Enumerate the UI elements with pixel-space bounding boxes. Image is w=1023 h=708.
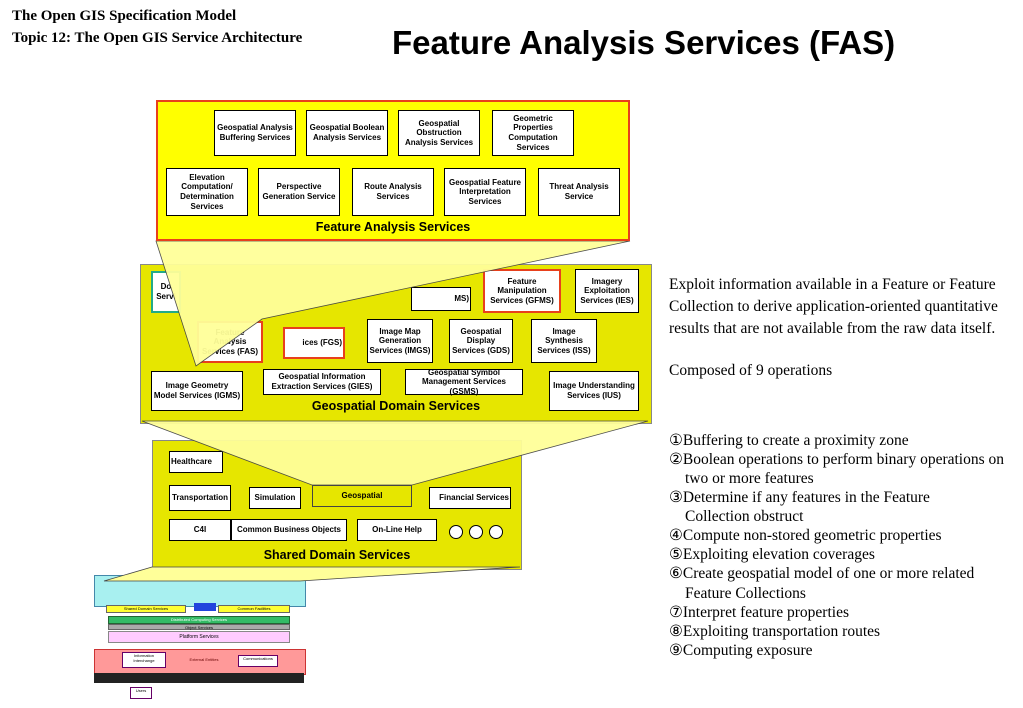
fas-panel-label: Feature Analysis Services [315,220,471,234]
imgs-box: Image Map Generation Services (IMGS) [367,319,433,363]
mini-users: Users [130,687,152,699]
cbo-box: Common Business Objects [231,519,347,541]
composed-text: Composed of 9 operations [669,362,833,379]
mini-external: External Entities [189,657,219,662]
fas-obstruction-box: Geospatial Obstruction Analysis Services [398,110,480,156]
fas-threat-box: Threat Analysis Service [538,168,620,216]
circle-3 [489,525,503,539]
igms-box: Image Geometry Model Services (IGMS) [151,371,243,411]
c4i-box: C4I [169,519,231,541]
connector-shapes [103,240,649,582]
mini-common: Common Facilities [218,605,290,613]
fas-geometric-box: Geometric Properties Computation Service… [492,110,574,156]
geospatial-domain-label: Geospatial Domain Services [311,399,481,413]
operation-item: ①Buffering to create a proximity zone [669,432,909,449]
geospatial-box: Geospatial [312,485,412,507]
transportation-box: Transportation [169,485,231,511]
mini-info: Information Interchange [122,652,166,668]
fas-elevation-box: Elevation Computation/ Determination Ser… [166,168,248,216]
circle-2 [469,525,483,539]
mini-black-band [94,673,304,683]
mini-blue-block [194,603,216,611]
fas-perspective-box: Perspective Generation Service [258,168,340,216]
mini-platform: Platform Services [108,631,290,643]
operation-item: ⑧Exploiting transportation routes [669,622,881,640]
fas-boolean-box: Geospatial Boolean Analysis Services [306,110,388,156]
description-block: Exploit information available in a Featu… [669,274,1009,382]
header-line-2: Topic 12: The Open GIS Service Architect… [12,30,303,46]
operation-item: ⑤Exploiting elevation coverages [669,546,875,564]
fas-panel: Geospatial Analysis Buffering Services G… [156,100,630,241]
operation-item: ⑥Create geospatial model of one or more … [669,565,975,602]
online-help-box: On-Line Help [357,519,437,541]
description-text: Exploit information available in a Featu… [669,276,998,337]
fgs-box: ices (FGS) [283,327,345,359]
operation-item: ⑨Computing exposure [669,641,813,659]
fas-buffering-box: Geospatial Analysis Buffering Services [214,110,296,156]
fas-interpretation-box: Geospatial Feature Interpretation Servic… [444,168,526,216]
header-line-1: The Open GIS Specification Model [12,8,237,24]
page-title: Feature Analysis Services (FAS) [392,24,896,61]
gies-box: Geospatial Information Extraction Servic… [263,369,381,395]
mini-shared: Shared Domain Services [106,605,186,613]
ius-box: Image Understanding Services (IUS) [549,371,639,411]
gsms-box: Geospatial Symbol Management Services (G… [405,368,523,396]
healthcare-box: Healthcare [169,451,223,473]
mini-comms: Communications [238,655,278,667]
partial-top-mid-box: MS) [411,287,471,311]
mini-object: Object Services [108,624,290,630]
circle-1 [449,525,463,539]
operation-item: ⑦Interpret feature properties [669,603,849,621]
shared-domain-label: Shared Domain Services [263,548,411,562]
iss-box: Image Synthesis Services (ISS) [531,319,597,363]
operation-item: ③Determine if any features in the Featur… [669,489,930,526]
fas-route-box: Route Analysis Services [352,168,434,216]
gfms-box: Feature Manipulation Services (GFMS) [483,269,561,313]
operation-item: ④Compute non-stored geometric properties [669,527,942,545]
financial-box: Financial Services [429,487,511,509]
ies-box: Imagery Exploitation Services (IES) [575,269,639,313]
architecture-diagram: Healthcare Transportation Simulation Fin… [90,95,652,708]
simulation-box: Simulation [249,487,301,509]
operation-item: ②Boolean operations to perform binary op… [669,451,1005,488]
gds-box: Geospatial Display Services (GDS) [449,319,513,363]
operations-list: ①Buffering to create a proximity zone ②B… [669,431,1014,660]
mini-dcs: Distributed Computing Services [108,616,290,624]
